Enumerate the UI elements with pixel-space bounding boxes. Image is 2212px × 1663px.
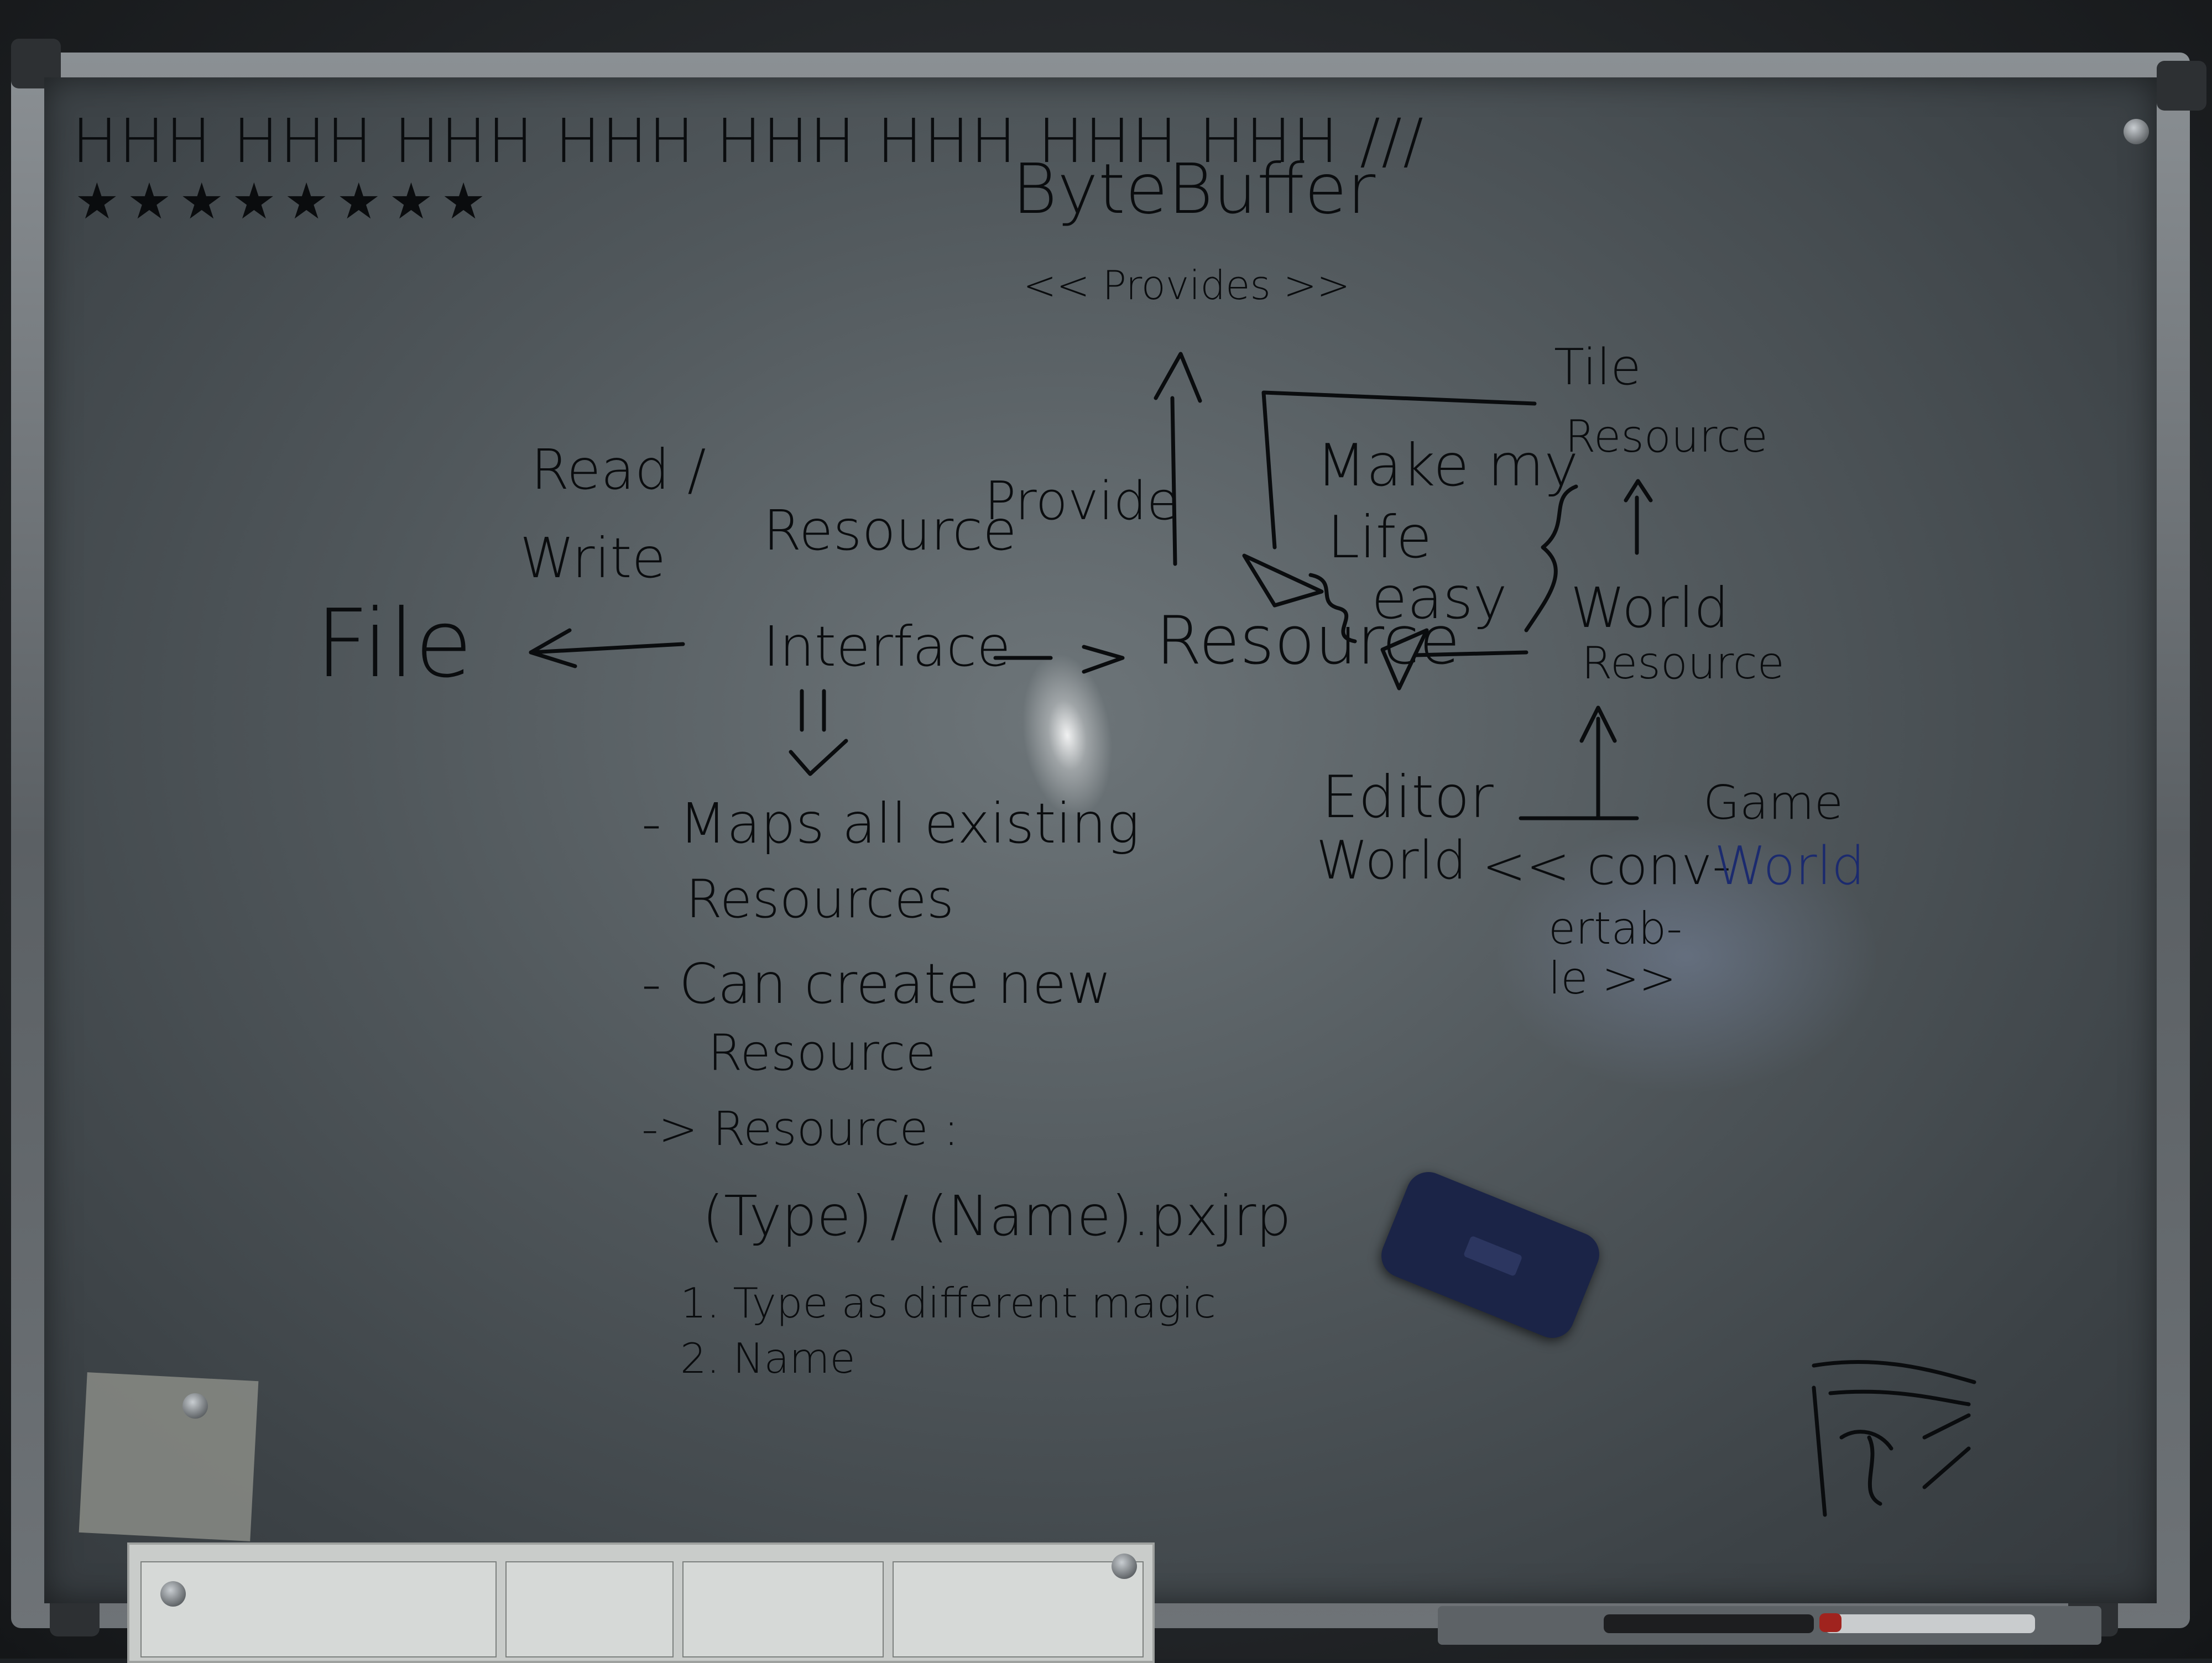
tile-resource-label: Resource [1565,411,1768,462]
frame-corner [2157,61,2206,111]
make-my-life-easy-label: Make my [1316,432,1579,499]
uml-reference-poster [127,1542,1155,1663]
poster-panel [682,1561,884,1657]
note-maps-resources: - Maps all existing [641,791,1140,856]
read-write-label: Read / [531,437,706,502]
magnet [182,1393,208,1419]
poster-panel [893,1561,1144,1657]
resource-interface-label: Interface [763,614,1011,679]
tile-inheritance-line [1261,390,1537,550]
arrow-head [1579,705,1617,743]
sticky-note [79,1372,259,1541]
resource-interface-label: Resource [763,498,1017,563]
arrow-to-file [529,642,685,655]
arrow-head [789,739,848,776]
game-world-label: World [1714,836,1865,897]
file-label: File [315,589,473,699]
doodle-drawing [1812,1359,1976,1517]
eraser-label [1463,1235,1523,1277]
magnet [1112,1554,1137,1579]
curly-brace [1524,484,1578,632]
tile-resource-label: Tile [1554,338,1641,396]
poster-panel [505,1561,674,1657]
arrow-head [1624,479,1653,503]
squiggle [1308,573,1357,644]
note-name: 2. Name [680,1334,855,1383]
note-create-resource: - Can create new [641,951,1112,1016]
world-resource-label: Resource [1582,637,1785,689]
magnet [2124,119,2149,144]
magnet [160,1581,186,1607]
whiteboard-surface [44,77,2157,1603]
bytebuffer-label: ByteBuffer [1012,149,1376,229]
arrow-head [1154,352,1202,403]
arrow-head [529,628,577,668]
read-write-label: Write [520,526,666,590]
tally-marks: HHH HHH HHH HHH HHH HHH HHH HHH /// [72,106,1425,176]
convertible-stereotype: ertab- [1548,903,1683,954]
editor-world-label: World [1316,830,1467,891]
inheritance-triangle [1380,628,1429,691]
marker [1604,1614,1814,1633]
convertible-stereotype: << conv- [1482,836,1731,897]
note-create-resource: Resource [708,1024,936,1082]
editor-world-label: Editor [1322,763,1494,831]
make-my-life-easy-label: easy [1371,564,1507,632]
convertible-stereotype: le >> [1548,953,1676,1004]
inheritance-triangle [1242,553,1324,608]
world-resource-label: World [1571,576,1729,640]
arrow-to-bytebuffer [1170,396,1177,566]
poster-panel [140,1561,497,1657]
note-maps-resources: Resources [686,869,954,930]
provide-label: Provide [984,471,1180,532]
provides-stereotype: << Provides >> [1023,262,1350,308]
arrow-head [1082,645,1125,674]
world-inheritance-line [1413,650,1528,657]
note-type-magic: 1. Type as different magic [680,1279,1216,1327]
note-resource-path: (Type) / (Name).pxjrp [702,1184,1291,1248]
marker [1825,1614,2035,1633]
light-reflection [1493,818,1880,1095]
make-my-life-easy-label: Life [1327,504,1432,571]
tally-stars: ★★★★★★★★ [75,172,494,231]
marker-cap [1819,1613,1841,1632]
note-resource-path: -> Resource : [641,1102,959,1157]
game-world-label: Game [1703,776,1844,830]
